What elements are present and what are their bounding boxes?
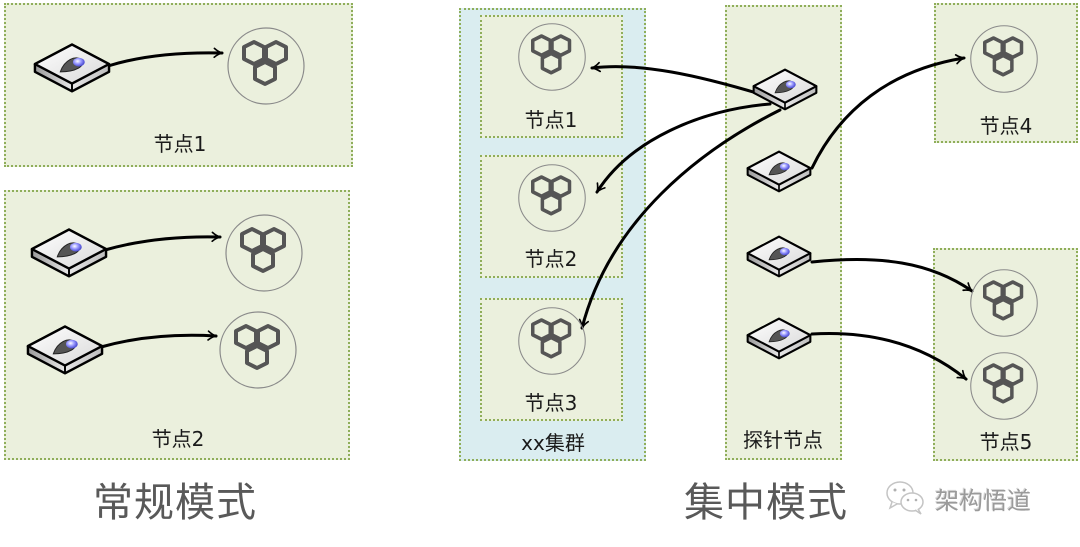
service-icon bbox=[226, 26, 306, 106]
cluster-node-1-box bbox=[480, 15, 623, 138]
service-icon bbox=[224, 213, 304, 293]
probe-icon bbox=[33, 43, 111, 93]
normal-node-1-label: 节点1 bbox=[153, 132, 207, 156]
arrow-probe-to-cluster-node-3 bbox=[582, 108, 782, 328]
service-icon bbox=[969, 268, 1039, 338]
arrow-probe-to-service bbox=[103, 237, 220, 252]
node-5-label: 节点5 bbox=[979, 430, 1033, 454]
probe-icon bbox=[746, 150, 812, 193]
arrow-probe-to-service bbox=[106, 53, 222, 68]
service-icon bbox=[969, 24, 1039, 94]
watermark: 架构悟道 bbox=[885, 478, 1075, 518]
cluster-node-1-label: 节点1 bbox=[524, 108, 578, 132]
probe-icon bbox=[30, 228, 108, 278]
normal-mode-title: 常规模式 bbox=[93, 480, 257, 526]
cluster-label: xx集群 bbox=[521, 431, 585, 455]
service-icon bbox=[517, 22, 587, 92]
arrow-probe-to-cluster-node-1 bbox=[592, 67, 762, 96]
central-mode-title: 集中模式 bbox=[684, 480, 848, 526]
service-icon bbox=[218, 310, 298, 390]
service-icon bbox=[517, 163, 587, 233]
service-icon bbox=[517, 306, 587, 376]
probe-icon bbox=[746, 235, 812, 278]
cluster-node-2-label: 节点2 bbox=[524, 247, 578, 271]
service-icon bbox=[969, 351, 1039, 421]
arrow-probe-to-node-5-service-1 bbox=[810, 258, 972, 291]
cluster-node-2-box bbox=[480, 155, 623, 278]
arrow-probe-to-node-5-service-2 bbox=[810, 331, 966, 379]
probe-column-label: 探针节点 bbox=[743, 428, 823, 452]
node-4-label: 节点4 bbox=[979, 114, 1033, 138]
cluster-node-3-box bbox=[480, 298, 623, 421]
arrow-probe-to-service bbox=[99, 335, 216, 349]
cluster-node-3-label: 节点3 bbox=[524, 391, 578, 415]
probe-icon bbox=[26, 325, 104, 375]
watermark-text: 架构悟道 bbox=[935, 487, 1031, 515]
wechat-icon bbox=[886, 481, 924, 515]
arrow-probe-to-node-4 bbox=[810, 58, 964, 170]
probe-icon bbox=[746, 317, 812, 360]
normal-node-2-label: 节点2 bbox=[151, 427, 205, 451]
arrow-probe-to-cluster-node-2 bbox=[597, 102, 772, 192]
